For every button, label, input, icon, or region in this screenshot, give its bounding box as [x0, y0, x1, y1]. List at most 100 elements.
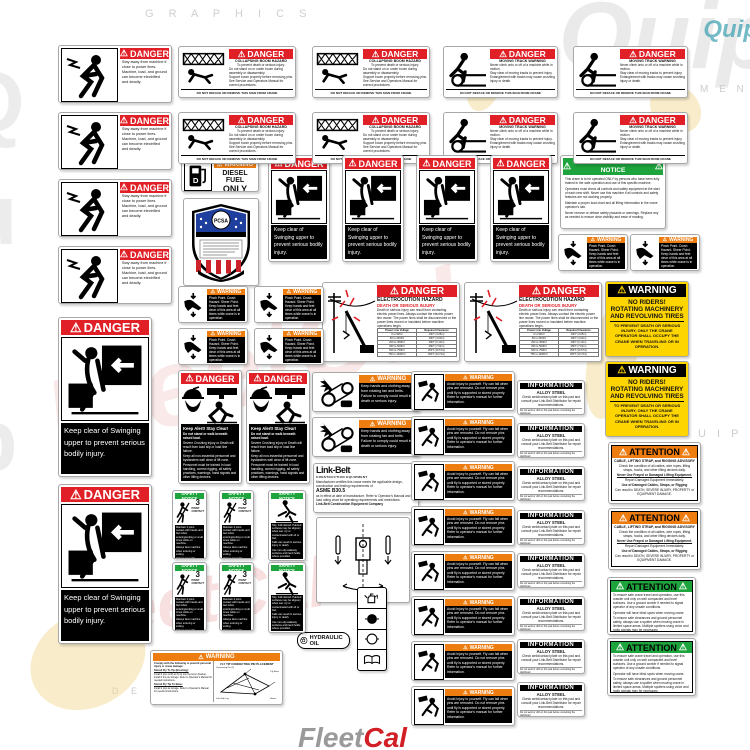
information-label: INFORMATION — [520, 685, 582, 691]
track-warning-title: MOVING TRACK WARNING — [499, 59, 546, 63]
alloy-steel-body: Check weld/contact plate on this pad and… — [521, 568, 581, 580]
moving-track-icon — [446, 115, 490, 155]
warning-label: WARNING — [293, 331, 318, 337]
slip-fall-paragraph: Use non-slip walkway surfaces and hand h… — [272, 620, 301, 631]
boom-hazard-line: To prevent death or serious injury: — [236, 63, 285, 67]
decal-information-alloy-steel: INFORMATION ALLOY STEEL Check weld/conta… — [517, 596, 585, 631]
diesel-only-text: ONLY — [222, 184, 248, 192]
fly-tip-diagram-title: FLY TIP CONNECTING PIN PLACEMENT — [220, 662, 274, 666]
decal-collapsing-boom-danger: ⚠ DANGER COLLAPSING BOOM HAZARD To preve… — [178, 46, 296, 98]
track-warning-line: Entanglement with tracks may cause crush… — [620, 141, 685, 149]
warning-triangle-icon: ⚠ — [590, 237, 596, 243]
three-label: 3 — [195, 570, 200, 579]
danger-label: DANGER — [263, 373, 303, 384]
fly-tip-section: Stored Fly Tip To Base: — [154, 683, 183, 686]
boom-hazard-title: COLLAPSING BOOM HAZARD — [235, 125, 287, 129]
decal-safety-notice-slip-fall: SAFETY NOTICE Slip, Fall Hazard. Painted… — [268, 562, 306, 633]
decal-fly-pin-warning: ⚠ WARNING Avoid injury to yourself. Fly … — [411, 641, 515, 681]
three-label: 3 — [242, 498, 247, 507]
fly-pin-warning-text: Avoid injury to yourself. Fly can fall w… — [445, 516, 512, 543]
alloy-steel-title: ALLOY STEEL — [536, 390, 566, 395]
crane-power-line-icon — [325, 285, 377, 359]
alloy-steel-body: Check weld/contact plate on this pad and… — [521, 654, 581, 666]
track-warning-line: Stay clear of moving tracks to prevent i… — [620, 137, 683, 141]
alloy-steel-footnote: Do not weld or drill on this pad before … — [520, 494, 582, 500]
electrocuted-person-icon — [61, 249, 118, 303]
electrocuted-person-icon — [61, 182, 118, 236]
struck-by-falling-fly-icon — [414, 374, 444, 410]
crane-power-line-icon — [467, 285, 519, 359]
do-not-deface-footer: DO NOT DEFACE OR REMOVE THIS SIGN FROM C… — [315, 89, 427, 95]
moving-track-icon — [576, 115, 620, 155]
swinging-upper-icon — [345, 170, 401, 224]
decal-power-line-danger: ⚠ DANGER Stay away from machine if close… — [58, 179, 172, 237]
decal-swinging-upper-danger: ⚠ DANGER Keep clear of Swinging upper to… — [342, 155, 404, 262]
no-riders-title: ROTATING MACHINERY — [610, 386, 684, 393]
danger-label: DANGER — [83, 320, 140, 335]
decal-safety-notice-3-point: SAFETY NOTICE 3 POINT CONTACT Maintain 3… — [219, 562, 254, 631]
fly-pin-warning-text: Avoid injury to yourself. Fly can fall w… — [445, 381, 512, 408]
alloy-steel-title: ALLOY STEEL — [536, 649, 566, 654]
falling-load-icons — [181, 384, 239, 424]
boom-hazard-line: Support boom properly before removing pi… — [229, 75, 293, 79]
danger-label: DANGER — [508, 49, 546, 59]
warning-triangle-icon: ⚠ — [463, 599, 468, 606]
climbing-person-icon — [176, 502, 190, 524]
warning-label: WARNING — [628, 365, 677, 376]
track-warning-line: Entanglement with tracks may cause crush… — [490, 75, 555, 83]
warning-triangle-icon: ⚠ — [499, 114, 507, 125]
alloy-steel-footnote: Do not weld or drill on this pad before … — [520, 710, 582, 716]
hand-crush-icon — [257, 331, 283, 362]
struck-by-falling-fly-icon — [414, 554, 444, 590]
track-warning-line: Never climb onto or off of a machine whi… — [620, 63, 683, 71]
rigging-line: Never Use Frayed or Damaged Lifting Equi… — [616, 473, 693, 477]
warning-label: WARNING — [597, 237, 622, 243]
decal-fly-tip-pin-placement: ⚠ WARNING Comply with the following to p… — [150, 650, 283, 705]
decal-fan-belt-warning: ⚠ WARNING Keep hands and clothing away f… — [312, 417, 420, 457]
decal-swinging-upper-danger: ⚠ DANGER Keep clear of Swinging upper to… — [268, 155, 330, 262]
no-riders-body: TO PREVENT DEATH OR SERIOUS INJURY, ONLY… — [613, 403, 681, 429]
three-point-paragraph: Always face machine when entering or exi… — [176, 546, 201, 556]
fuel-pump-icon: D — [184, 161, 212, 191]
warning-triangle-icon: ⚠ — [389, 285, 399, 297]
boom-hazard-line: See Service and Operators Manual for cor… — [229, 79, 284, 87]
warning-label: WARNING — [628, 285, 677, 296]
track-warning-line: Stay clear of moving tracks to prevent i… — [620, 71, 683, 75]
decal-fly-pin-warning: ⚠ WARNING Avoid injury to yourself. Fly … — [411, 416, 515, 456]
hand-crush-icon — [181, 289, 207, 320]
fan-warning-text: Keep hands and clothing away from rotati… — [359, 383, 417, 409]
pcsa-shield-icon: PCSA — [192, 204, 250, 282]
power-line-warning-text: Stay away from machine if close to power… — [121, 127, 167, 151]
hard-hat-head-icon — [250, 386, 272, 412]
alloy-steel-footnote: Do not weld or drill on this pad before … — [520, 624, 582, 630]
danger-label: DANGER — [432, 158, 472, 169]
warning-label: WARNING — [293, 289, 318, 295]
slip-fall-paragraph: Falls can result in serious injury or de… — [272, 541, 302, 548]
warning-triangle-icon: ⚠ — [371, 48, 380, 59]
warning-triangle-icon: ⚠ — [629, 114, 637, 125]
alloy-steel-body: Check weld/contact plate on this pad and… — [521, 611, 581, 623]
safety-notice-label: SAFETY NOTICE — [271, 563, 303, 573]
moving-track-icon — [576, 49, 620, 89]
boom-hazard-title: COLLAPSING BOOM HAZARD — [369, 59, 421, 63]
fly-tip-label: Left Side Lug — [216, 698, 229, 700]
alloy-steel-title: ALLOY STEEL — [536, 520, 566, 525]
fly-pin-warning-text: Avoid injury to yourself. Fly can fall w… — [445, 471, 512, 498]
pinch-warning-text: Pinch Point. Crush Hazard. Sheer Point. … — [659, 243, 697, 269]
swing-warning-text: Keep clear of Swinging upper to prevent … — [61, 590, 149, 641]
danger-label: DANGER — [129, 48, 169, 59]
swinging-upper-icon — [271, 170, 327, 224]
collapsing-boom-icon — [315, 115, 363, 155]
linkbelt-logo: Link-Belt — [316, 465, 351, 475]
decal-moving-track-danger: ⚠ DANGER MOVING TRACK WARNING Never clim… — [573, 46, 688, 98]
decal-information-alloy-steel: INFORMATION ALLOY STEEL Check weld/conta… — [517, 466, 585, 501]
track-warning-line: Never climb onto or off of a machine whi… — [620, 129, 683, 137]
watermark-cal-red: Cal — [363, 722, 407, 750]
alloy-steel-body: Check weld/contact plate on this pad and… — [521, 525, 581, 537]
pinch-warning-text: Pinch Point. Crush Hazard. Sheer Point. … — [587, 243, 625, 269]
decal-information-alloy-steel: INFORMATION ALLOY STEEL Check weld/conta… — [517, 510, 585, 545]
rigging-line: Use of Damaged Cables, Straps, or Riggin… — [621, 483, 688, 487]
boom-hazard-line: See Service and Operators Manual for cor… — [229, 145, 284, 153]
climbing-person-icon — [223, 574, 237, 596]
